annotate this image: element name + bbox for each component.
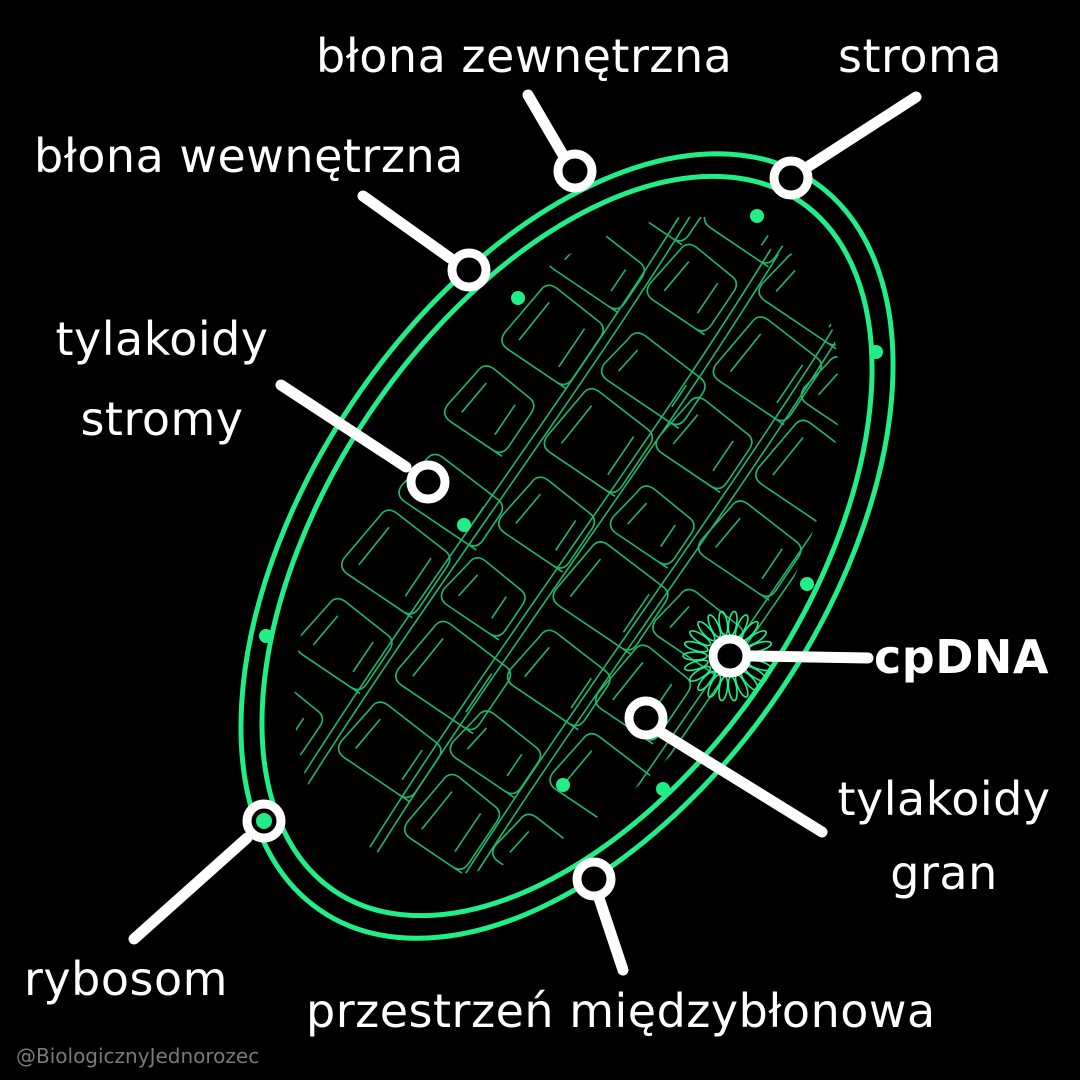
thylakoid-outline (601, 134, 720, 245)
pointer-ribosome (134, 838, 247, 939)
pointer-stroma (809, 97, 916, 166)
thylakoid-outline (292, 591, 398, 693)
ribosome-dot (750, 209, 764, 223)
cpdna-loop (718, 676, 729, 701)
marker-stroma (774, 161, 808, 195)
ribosome-dot (511, 291, 525, 305)
thylakoid-outline (519, 300, 586, 367)
label-grana-thylakoids-line1: tylakoidy (837, 768, 1050, 830)
label-stroma-thylakoids-line1: tylakoidy (55, 308, 268, 370)
marker-grana-thylakoids (629, 701, 663, 735)
thylakoid-outline (422, 789, 482, 851)
pointer-outer-membrane (528, 95, 566, 160)
thylakoid-outline (544, 214, 651, 312)
marker-outer-membrane (558, 154, 592, 188)
cpdna-loop (727, 611, 738, 636)
ribosome-dot (556, 778, 570, 792)
thylakoid-outline (619, 348, 688, 407)
cpdna-loop (696, 619, 718, 642)
thylakoid-outline (819, 372, 868, 418)
thylakoid-outline (335, 695, 448, 802)
inner-membrane (137, 68, 997, 1024)
label-grana-thylakoids-line2: gran (890, 842, 997, 904)
thylakoid-outline (516, 492, 577, 550)
thylakoid-outline (598, 326, 712, 429)
ribosome-dot (259, 629, 273, 643)
thylakoid-outline (235, 672, 329, 761)
thylakoid-outline (401, 767, 506, 873)
thylakoid-outline (716, 516, 784, 579)
label-ribosome: rybosom (24, 948, 228, 1010)
pointer-intermembrane-space (599, 898, 623, 970)
thylakoid-outline (540, 381, 658, 496)
pointer-inner-membrane (363, 196, 450, 258)
label-intermembrane-space: przestrzeń międzybłonowa (306, 980, 936, 1042)
thylakoid-outline (567, 749, 641, 816)
thylakoid-outline (356, 717, 424, 780)
ribosome-dot (656, 782, 670, 796)
thylakoid-system (218, 97, 979, 964)
marker-intermembrane-space (577, 862, 611, 896)
thylakoid-outline (776, 268, 845, 327)
pointer-cpdna (752, 656, 868, 658)
cpdna-loop (696, 669, 718, 692)
marker-cpdna (713, 639, 747, 673)
cpdna-loop (727, 676, 738, 701)
label-outer-membrane: błona zewnętrzna (316, 25, 732, 87)
thylakoid-outline (459, 573, 508, 619)
thylakoid-outline (392, 614, 517, 733)
thylakoid-outline (664, 259, 718, 313)
marker-inner-membrane (452, 253, 486, 287)
label-cpdna: cpDNA (874, 626, 1049, 688)
thylakoid-outline (561, 404, 634, 475)
marker-ribosome-dot (256, 813, 272, 829)
thylakoid-outline (446, 704, 546, 798)
label-stroma: stroma (838, 25, 1002, 87)
thylakoid-outline (441, 359, 540, 457)
marker-stroma-thylakoids (411, 465, 445, 499)
thylakoid-outline (628, 501, 677, 547)
thylakoid-outline (395, 447, 509, 550)
thylakoid-outline (695, 494, 808, 601)
pointer-markers (247, 154, 808, 896)
thylakoid-outline (504, 623, 617, 730)
thylakoid-outline (652, 390, 758, 492)
credit-watermark: @BiologicznyJednorozec (16, 1044, 259, 1068)
ribosome-dot (800, 577, 814, 591)
ribosome-dot (457, 518, 471, 532)
thylakoid-outline (359, 525, 432, 596)
thylakoid-outline (709, 310, 827, 425)
thylakoid-outline (467, 726, 522, 776)
ribosome-dot (869, 345, 883, 359)
thylakoid-outline (313, 614, 374, 672)
label-stroma-thylakoids-line2: stromy (80, 388, 243, 450)
thylakoid-outline (338, 503, 456, 618)
thylakoid-outline (643, 237, 742, 335)
thylakoid-outline (462, 381, 516, 435)
label-inner-membrane: błona wewnętrzna (34, 125, 464, 187)
pointer-grana-thylakoids (662, 733, 822, 832)
